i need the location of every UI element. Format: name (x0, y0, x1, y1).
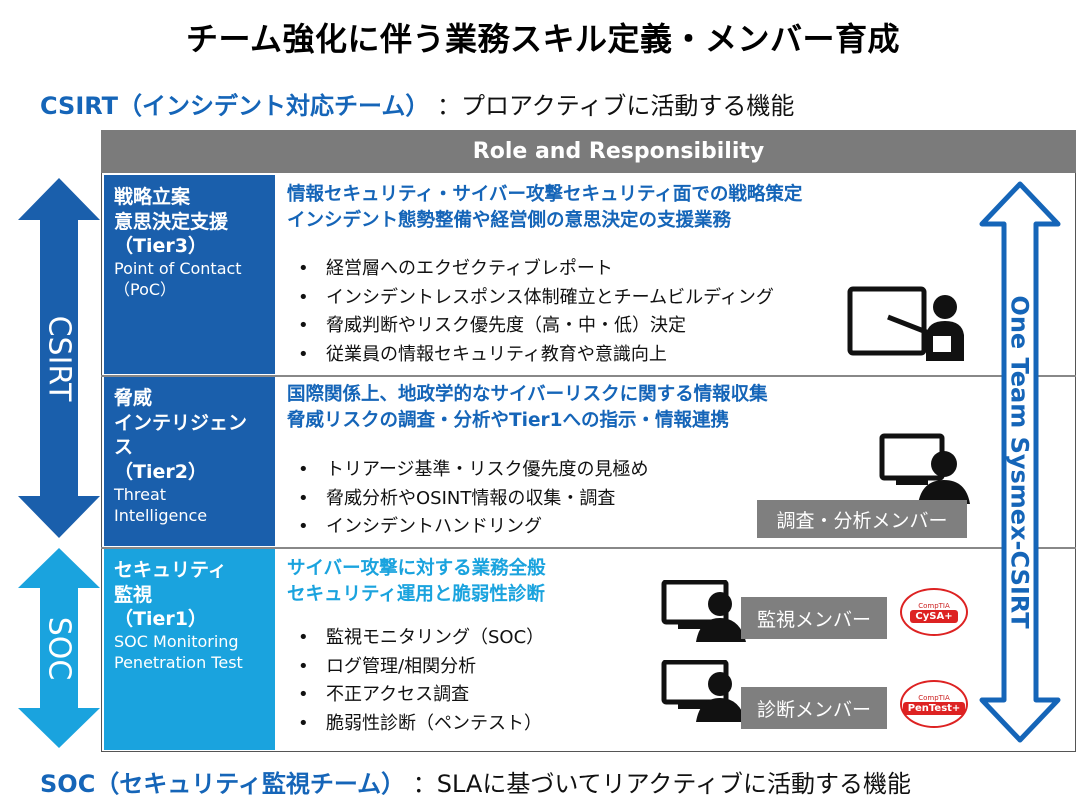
soc-description: SOC（セキュリティ監視チーム） ：SLAに基づいてリアクティブに活動する機能 (40, 764, 911, 799)
analysis-member-chip: 調査・分析メンバー (757, 500, 967, 538)
list-item: 不正アクセス調査 (298, 681, 544, 710)
tier2-label: 脅威 インテリジェンス （Tier2） Threat Intelligence (104, 376, 275, 546)
csirt-description: CSIRT（インシデント対応チーム） ：プロアクティブに活動する機能 (40, 86, 794, 121)
csirt-double-arrow-icon (18, 178, 100, 538)
diagnosis-member-icon (661, 660, 746, 722)
tier3-label: 戦略立案 意思決定支援 （Tier3） Point of Contact （Po… (104, 175, 275, 374)
soc-desc: ：SLAに基づいてリアクティブに活動する機能 (412, 770, 911, 798)
list-item: 脅威判断やリスク優先度（高・中・低）決定 (298, 312, 774, 341)
list-item: インシデントハンドリング (298, 513, 649, 542)
list-item: インシデントレスポンス体制確立とチームビルディング (298, 284, 774, 313)
analyst-icon (879, 433, 970, 504)
csirt-name: CSIRT（インシデント対応チーム） (40, 92, 430, 120)
tier1-label: セキュリティ 監視 （Tier1） SOC Monitoring Penetra… (104, 548, 275, 750)
tier1-bullets: 監視モニタリング（SOC） ログ管理/相関分析 不正アクセス調査 脆弱性診断（ペ… (298, 624, 544, 738)
row-divider (101, 375, 1076, 377)
list-item: 脅威分析やOSINT情報の収集・調査 (298, 485, 649, 514)
soc-name: SOC（セキュリティ監視チーム） (40, 770, 406, 798)
tier1-headings: サイバー攻撃に対する業務全般 セキュリティ運用と脆弱性診断 (287, 558, 546, 605)
list-item: 従業員の情報セキュリティ教育や意識向上 (298, 341, 774, 370)
diagnosis-member-chip: 診断メンバー (741, 687, 887, 729)
csirt-desc: ：プロアクティブに活動する機能 (436, 92, 795, 120)
row-divider (101, 547, 1076, 549)
monitor-member-chip: 監視メンバー (741, 597, 887, 639)
list-item: 監視モニタリング（SOC） (298, 624, 544, 653)
soc-side-label: SOC (41, 616, 77, 680)
monitor-member-icon (661, 580, 746, 642)
tier2-headings: 国際関係上、地政学的なサイバーリスクに関する情報収集 脅威リスクの調査・分析やT… (287, 384, 768, 431)
tier2-bullets: トリアージ基準・リスク優先度の見極め 脅威分析やOSINT情報の収集・調査 イン… (298, 456, 649, 542)
presenter-icon (847, 286, 964, 361)
tier3-headings: 情報セキュリティ・サイバー攻撃セキュリティ面での戦略策定 インシデント態勢整備や… (287, 184, 803, 231)
table-header: Role and Responsibility (101, 130, 1076, 173)
cysa-badge: CompTIA CySA+ (900, 588, 968, 636)
list-item: 経営層へのエクゼクティブレポート (298, 255, 774, 284)
tier3-bullets: 経営層へのエクゼクティブレポート インシデントレスポンス体制確立とチームビルディ… (298, 255, 774, 369)
csirt-side-label: CSIRT (41, 315, 77, 401)
one-team-label: One Team Sysmex-CSIRT (1005, 295, 1034, 629)
one-team-double-arrow-icon (979, 181, 1061, 743)
page-title: チーム強化に伴う業務スキル定義・メンバー育成 (185, 20, 901, 58)
list-item: ログ管理/相関分析 (298, 653, 544, 682)
list-item: 脆弱性診断（ペンテスト） (298, 710, 544, 739)
list-item: トリアージ基準・リスク優先度の見極め (298, 456, 649, 485)
pentest-badge: CompTIA PenTest+ (900, 680, 968, 728)
soc-double-arrow-icon (18, 548, 100, 748)
